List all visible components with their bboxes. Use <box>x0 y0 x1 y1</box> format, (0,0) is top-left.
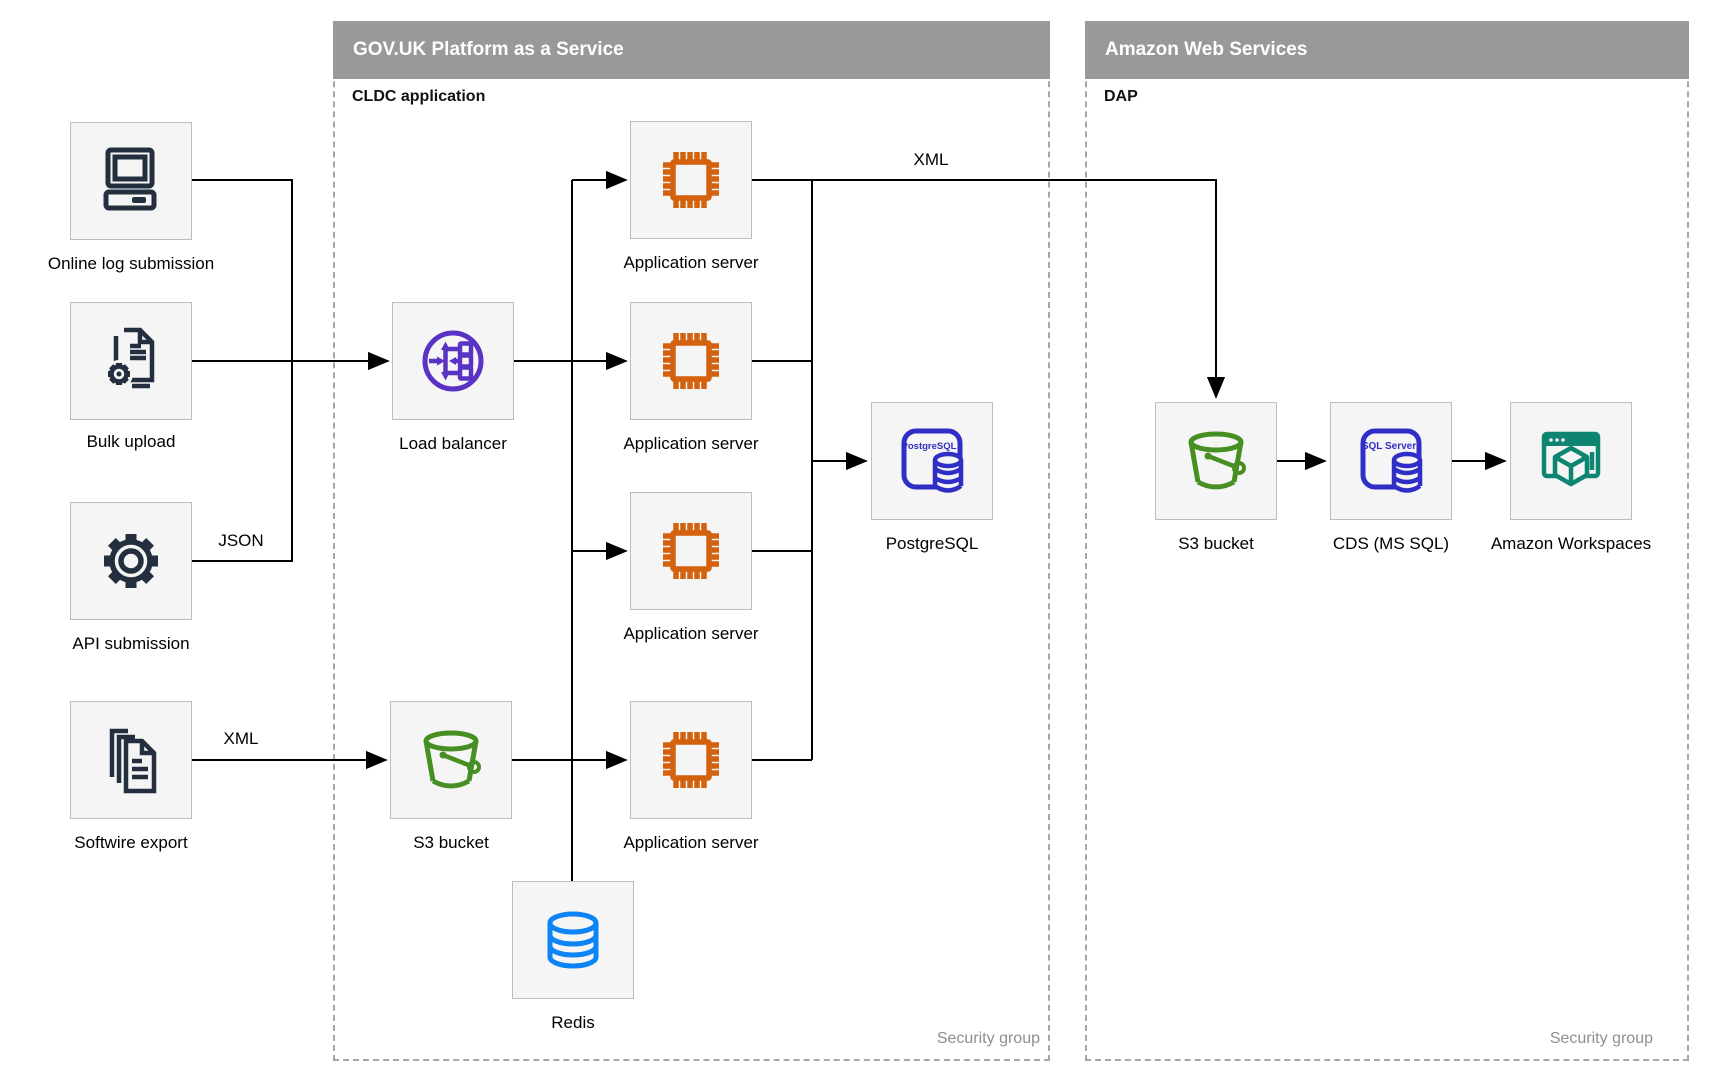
workspaces-icon <box>1541 431 1601 487</box>
node-postgresql: PostgreSQL <box>871 402 993 520</box>
node-cds-mssql: SQL Server <box>1330 402 1452 520</box>
s3-bucket-icon <box>412 721 490 799</box>
node-bulk-upload <box>70 302 192 420</box>
paas-container-title: GOV.UK Platform as a Service <box>333 21 1050 79</box>
sql-server-icon: SQL Server <box>1360 428 1423 493</box>
node-online-log-submission <box>70 122 192 240</box>
node-label: Application server <box>623 833 759 852</box>
document-gear-icon <box>105 327 155 389</box>
json-edge-label: JSON <box>218 531 264 550</box>
aws-container: Amazon Web Services <box>1085 21 1689 1061</box>
xml-softwire-edge-label: XML <box>223 729 259 748</box>
database-icon <box>547 911 599 969</box>
chip-icon <box>652 512 730 590</box>
aws-container-title: Amazon Web Services <box>1085 21 1689 79</box>
chip-icon <box>652 322 730 400</box>
node-app-server-1 <box>630 121 752 239</box>
node-label: Application server <box>623 434 759 453</box>
postgresql-icon: PostgreSQL <box>901 428 964 493</box>
node-label: S3 bucket <box>413 833 489 852</box>
gear-icon <box>104 534 158 588</box>
node-label: Online log submission <box>47 254 215 273</box>
node-load-balancer <box>392 302 514 420</box>
node-s3-bucket-aws <box>1155 402 1277 520</box>
computer-icon <box>103 147 157 211</box>
paas-security-group-label: Security group <box>936 1030 1040 1047</box>
aws-security-group-label: Security group <box>1549 1030 1653 1047</box>
cldc-application-label: CLDC application <box>352 88 486 105</box>
node-label: CDS (MS SQL) <box>1332 534 1450 553</box>
node-app-server-2 <box>630 302 752 420</box>
node-label: Softwire export <box>74 833 188 852</box>
load-balancer-icon <box>422 330 484 392</box>
node-label: API submission <box>72 634 190 653</box>
node-label: Application server <box>623 253 759 272</box>
documents-stack-icon <box>109 728 157 794</box>
chip-icon <box>652 141 730 219</box>
node-amazon-workspaces <box>1510 402 1632 520</box>
postgresql-icon-text: PostgreSQL <box>902 441 957 452</box>
node-label: Redis <box>551 1013 595 1032</box>
dap-label: DAP <box>1104 88 1138 105</box>
paas-container: GOV.UK Platform as a Service <box>333 21 1050 1061</box>
node-label: Amazon Workspaces <box>1490 534 1652 553</box>
sql-server-icon-text: SQL Server <box>1362 441 1416 452</box>
node-app-server-4 <box>630 701 752 819</box>
node-softwire-export <box>70 701 192 819</box>
node-label: Bulk upload <box>86 432 176 451</box>
s3-bucket-icon <box>1177 422 1255 500</box>
xml-app-edge-label: XML <box>913 150 949 169</box>
node-label: S3 bucket <box>1178 534 1254 553</box>
node-s3-bucket-paas <box>390 701 512 819</box>
node-label: PostgreSQL <box>885 534 979 553</box>
node-label: Application server <box>623 624 759 643</box>
node-api-submission <box>70 502 192 620</box>
node-app-server-3 <box>630 492 752 610</box>
node-redis <box>512 881 634 999</box>
node-label: Load balancer <box>399 434 507 453</box>
chip-icon <box>652 721 730 799</box>
